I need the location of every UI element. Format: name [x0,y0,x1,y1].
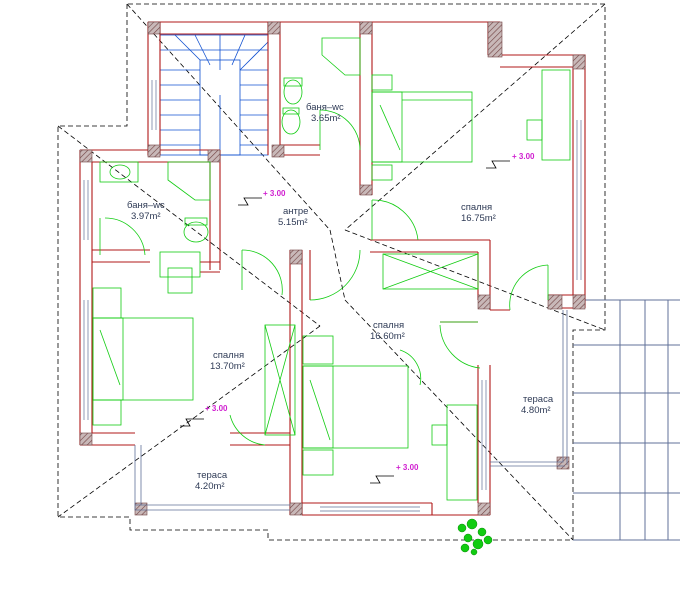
level-mark: + 3.00 [263,189,286,198]
windows [83,80,582,512]
level-mark: + 3.00 [205,404,228,413]
terraces [134,310,568,511]
room-area: 3.97m² [131,211,161,222]
terrace-railing [573,299,680,541]
level-mark: + 3.00 [512,152,535,161]
room-area: 4.80m² [521,405,551,416]
room-name: антре [283,206,308,217]
level-arrows [180,160,510,484]
plant-icon [457,518,493,556]
room-area: 3.65m² [311,113,341,124]
room-name: баня–wc [127,200,165,211]
room-labels: баня–wc 3.65m² баня–wc 3.97m² антре 5.15… [127,102,554,492]
room-area: 5.15m² [278,217,308,228]
room-area: 4.20m² [195,481,225,492]
shower-tray [321,37,361,76]
staircase [159,34,269,156]
bed-top-right [371,91,473,163]
room-area: 13.70m² [210,361,245,372]
bed-left [92,317,194,401]
room-area: 16.60m² [370,331,405,342]
roof-outline [57,3,606,541]
room-name: тераса [523,394,554,405]
room-name: спалня [213,350,244,361]
room-name: спалня [373,320,404,331]
room-name: баня–wc [306,102,344,113]
door-swings [99,109,549,446]
level-labels: + 3.00 + 3.00 + 3.00 + 3.00 [205,152,535,472]
level-mark: + 3.00 [396,463,419,472]
room-name: спалня [461,202,492,213]
room-area: 16.75m² [461,213,496,224]
furniture [92,37,571,501]
room-name: тераса [197,470,228,481]
